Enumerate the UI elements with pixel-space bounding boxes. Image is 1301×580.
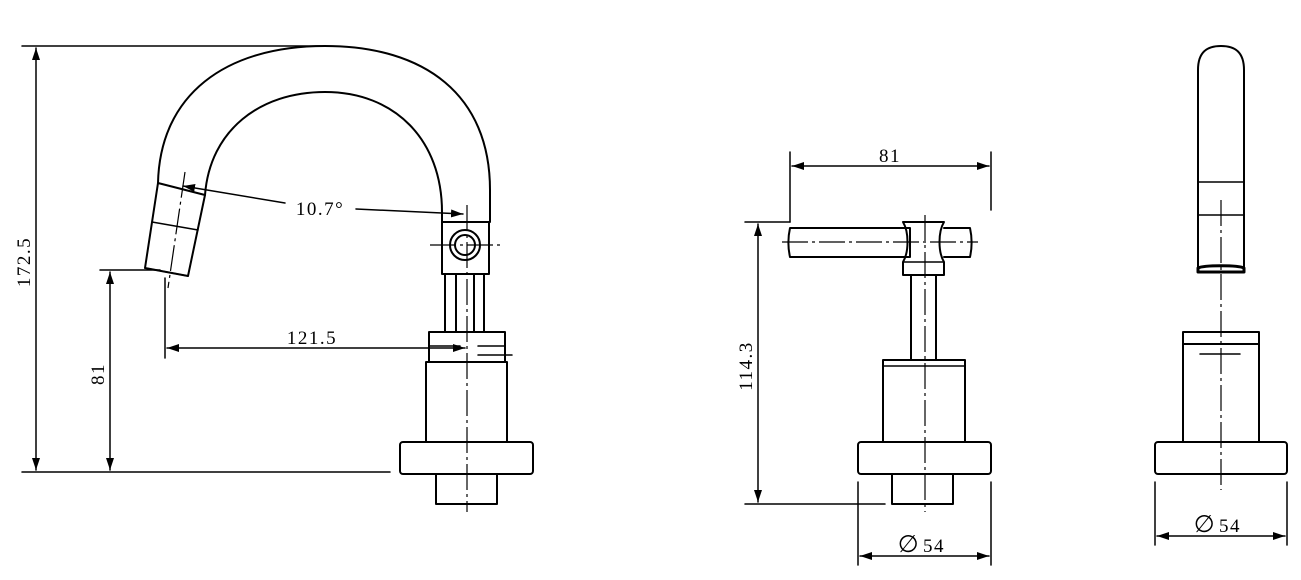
dim-outlet-height: 81 — [88, 269, 161, 471]
dim-side-diameter: ∅ 54 — [1154, 481, 1288, 546]
diameter-symbol: ∅ — [898, 532, 920, 558]
spout-connector — [441, 221, 490, 275]
dim-overall-height: 172.5 — [14, 45, 391, 473]
side-aerator — [1196, 264, 1246, 274]
dim-handle-diameter: ∅ 54 — [857, 481, 992, 566]
side-diameter-symbol: ∅ — [1194, 512, 1216, 538]
dim-spout-reach: 121.5 — [164, 277, 466, 359]
overall-height-label: 172.5 — [14, 237, 35, 287]
handle-height-label: 114.3 — [736, 341, 757, 391]
side-spout-tube — [1197, 45, 1245, 271]
handle-diameter-label: 54 — [923, 536, 945, 557]
handle-body — [882, 359, 966, 443]
side-diameter-label: 54 — [1219, 516, 1241, 537]
spout-view — [144, 45, 534, 512]
dim-handle-height: 114.3 — [736, 221, 886, 505]
handle-hub — [902, 221, 945, 276]
handle-shank — [891, 473, 954, 505]
handle-lever — [787, 227, 911, 258]
outlet-height-label: 81 — [88, 363, 109, 385]
dim-spout-angle: 10.7° — [182, 184, 464, 220]
handle-length-label: 81 — [879, 146, 901, 167]
side-view — [1154, 45, 1288, 490]
spout-inner-arc — [204, 91, 443, 223]
dim-handle-length: 81 — [789, 146, 992, 223]
spout-outer-arc — [157, 45, 491, 223]
spout-angle-label: 10.7° — [296, 199, 344, 220]
spout-reach-label: 121.5 — [287, 328, 337, 349]
handle-view — [782, 215, 992, 512]
